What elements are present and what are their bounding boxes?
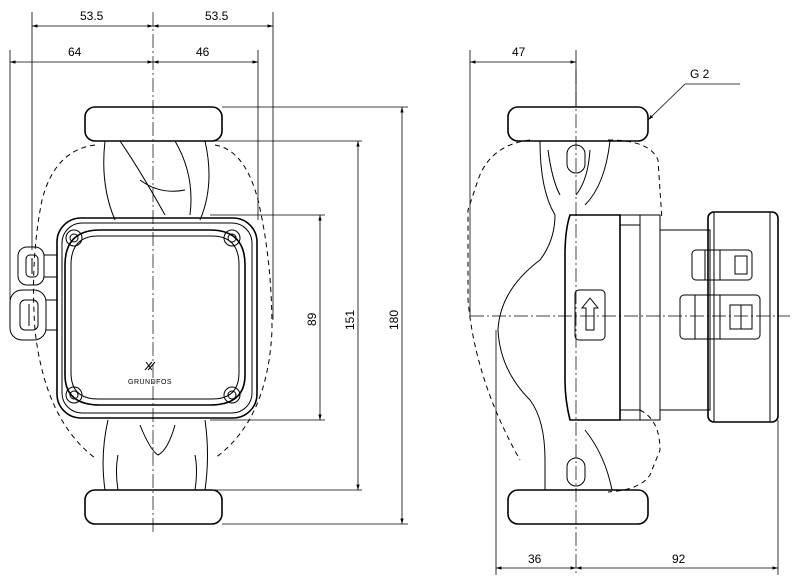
dim-label-46: 46 <box>196 45 210 59</box>
grundfos-logo: GRUNDFOS <box>128 361 172 386</box>
screw-boss <box>65 229 83 247</box>
plug-connector-lower <box>9 289 57 341</box>
front-view: GRUNDFOS 53.5 53.5 64 <box>9 9 408 535</box>
flow-arrow-icon <box>580 297 600 331</box>
motor-housing <box>564 214 621 421</box>
plug-connector-upper <box>17 246 57 286</box>
thread-leader-arrow <box>647 83 686 121</box>
thread-label: G 2 <box>690 67 710 81</box>
dim-label-53-5-right: 53.5 <box>205 9 229 23</box>
side-envelope-outline <box>467 139 663 461</box>
side-top-flange <box>507 106 649 142</box>
dim-label-47: 47 <box>512 45 526 59</box>
dim-label-89: 89 <box>305 312 319 326</box>
display-panel <box>64 229 246 406</box>
dim-label-64: 64 <box>68 45 82 59</box>
side-body-left <box>497 140 556 490</box>
side-plug-connector-upper <box>691 249 753 281</box>
side-plug-connector-lower <box>679 294 761 340</box>
screw-boss <box>69 390 79 400</box>
bottom-flange <box>84 489 223 525</box>
top-flange <box>84 106 223 142</box>
control-box-cover <box>707 211 779 423</box>
front-envelope-outline <box>33 144 273 459</box>
side-body-right <box>584 140 613 491</box>
side-view: 47 36 92 G 2 <box>467 45 790 575</box>
control-box-side <box>659 229 711 411</box>
body-upper <box>103 140 210 221</box>
body-lower <box>102 419 208 491</box>
screw-boss <box>69 233 79 243</box>
dim-label-180: 180 <box>387 310 401 330</box>
side-slot-top <box>566 144 586 174</box>
dim-label-151: 151 <box>343 310 357 330</box>
control-box-inner <box>61 222 253 414</box>
control-box-outer <box>56 217 258 419</box>
side-bottom-flange <box>507 489 649 525</box>
side-body-detail <box>547 149 591 196</box>
dim-label-53-5-left: 53.5 <box>80 9 104 23</box>
dim-label-36: 36 <box>528 552 542 566</box>
side-envelope-outline <box>607 409 661 493</box>
brand-text: GRUNDFOS <box>128 379 172 386</box>
side-slot-bottom <box>566 457 586 487</box>
screw-boss <box>223 386 241 404</box>
dim-label-92: 92 <box>672 552 686 566</box>
flow-arrow-box <box>574 289 606 341</box>
display-panel-inner <box>70 235 240 400</box>
